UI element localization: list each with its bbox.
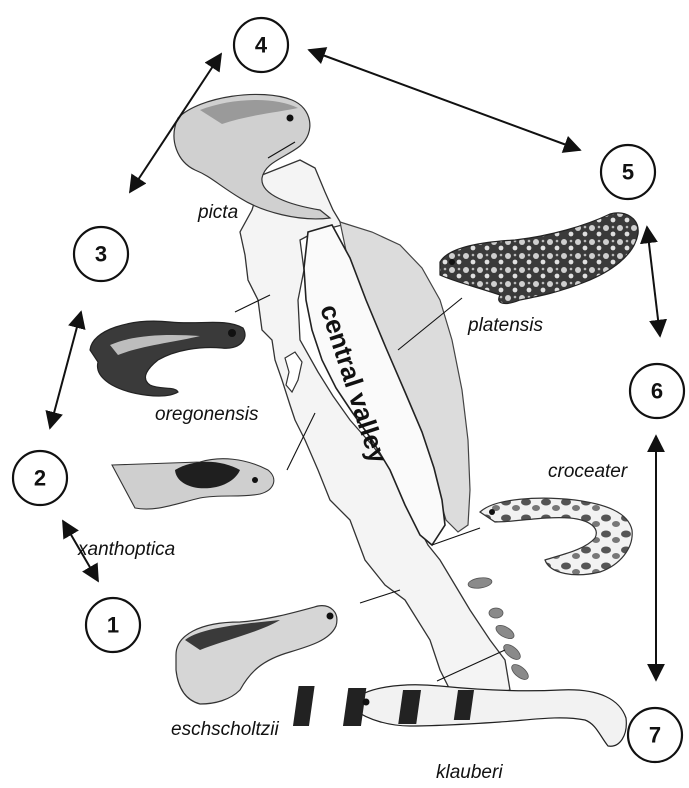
oregonensis-label: oregonensis [155,404,259,425]
population-spot [509,662,531,683]
platensis-label: platensis [467,315,543,336]
croceater-label: croceater [548,461,628,482]
klauberi-label: klauberi [436,762,503,783]
klauberi-illustration [293,685,626,746]
xanthoptica-illustration [112,459,274,509]
xanthoptica-label: xanthoptica [77,539,175,560]
node-3: 3 [74,227,128,281]
node-7-number: 7 [649,723,661,748]
arrow-4-5 [309,50,580,150]
node-6-number: 6 [651,379,663,404]
node-1-number: 1 [107,613,119,638]
picta-label: picta [197,202,238,223]
node-7: 7 [628,708,682,762]
node-5: 5 [601,145,655,199]
population-spot [489,608,503,618]
node-3-number: 3 [95,242,107,267]
arrow-2-3 [50,312,81,428]
node-6: 6 [630,364,684,418]
arrow-5-6 [647,227,660,336]
node-1: 1 [86,598,140,652]
croceater-illustration [480,498,632,575]
eschscholtzii-label: eschscholtzii [171,719,279,740]
eschscholtzii-leader [360,590,400,603]
platensis-illustration [440,213,638,303]
node-2-number: 2 [34,466,46,491]
node-5-number: 5 [622,160,634,185]
oregonensis-illustration [90,321,245,396]
node-4: 4 [234,18,288,72]
population-spot [467,576,492,589]
population-spot [494,623,516,642]
node-2: 2 [13,451,67,505]
node-4-number: 4 [255,33,268,58]
